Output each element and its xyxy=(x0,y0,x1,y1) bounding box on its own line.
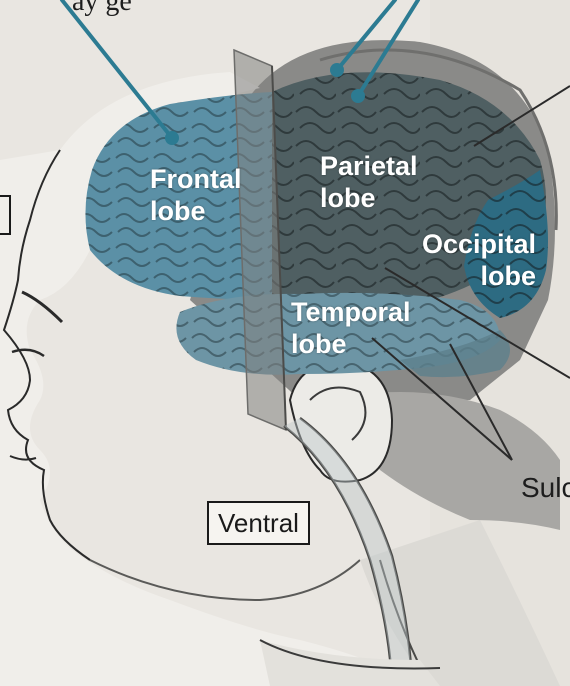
occipital-lobe-label: Occipital lobe xyxy=(402,228,536,292)
parietal-lobe-marker-upper xyxy=(330,63,344,77)
parietal-lobe-marker-lower xyxy=(351,89,365,103)
temporal-lobe-label: Temporal lobe xyxy=(291,296,411,360)
parietal-lobe-label: Parietal lobe xyxy=(320,150,418,214)
ventral-label: Ventral xyxy=(207,501,310,545)
temporal-lobe-label-line-1: Temporal xyxy=(291,296,411,328)
temporal-lobe-label-line-2: lobe xyxy=(291,328,411,360)
frontal-lobe-label: Frontal lobe xyxy=(150,163,242,227)
parietal-lobe-label-line-2: lobe xyxy=(320,182,418,214)
occipital-lobe-label-line-2: lobe xyxy=(402,260,536,292)
frontal-lobe-label-line-1: Frontal xyxy=(150,163,242,195)
occipital-lobe-label-line-1: Occipital xyxy=(402,228,536,260)
cropped-label-box xyxy=(0,195,11,235)
frontal-lobe-label-line-2: lobe xyxy=(150,195,242,227)
sulci-label: Sulc xyxy=(521,472,570,504)
frontal-lobe-marker xyxy=(165,131,179,145)
parietal-lobe-label-line-1: Parietal xyxy=(320,150,418,182)
top-caption: ay ge xyxy=(72,0,132,18)
